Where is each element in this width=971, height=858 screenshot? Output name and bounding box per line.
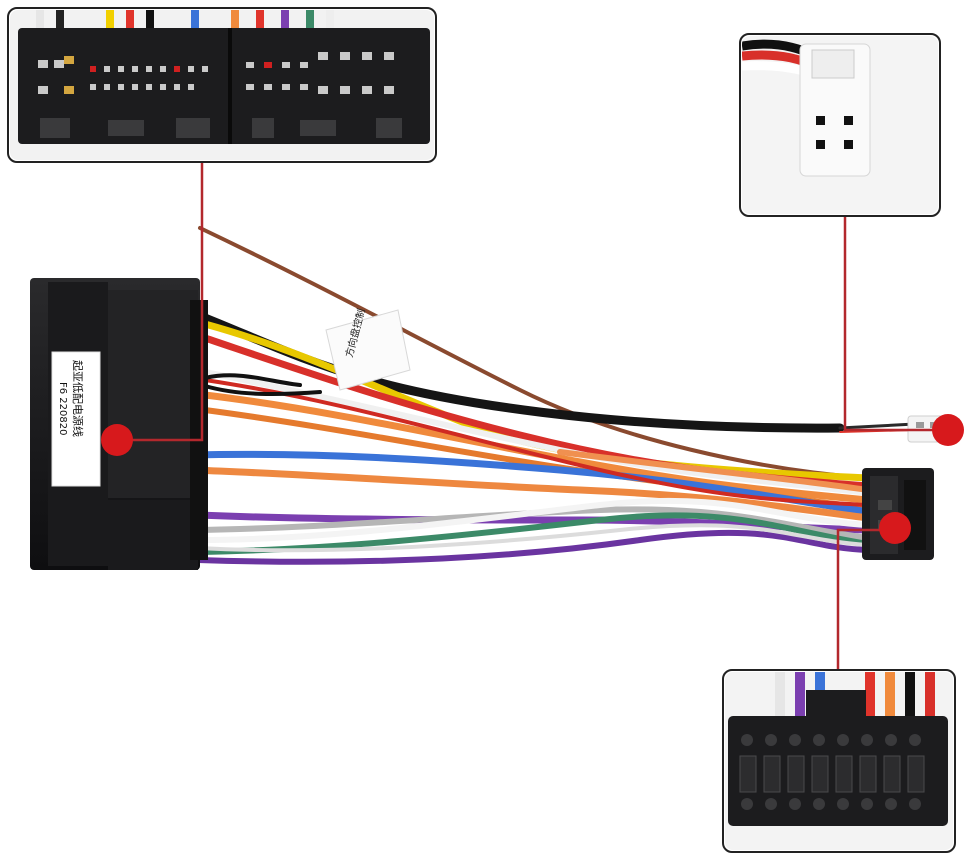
inset-small-connector	[739, 33, 941, 217]
wire-green	[195, 512, 871, 555]
inset-vehicle-connector	[7, 7, 437, 163]
leader-line-radio	[836, 528, 895, 672]
main-label-code: F6 220820	[57, 382, 68, 435]
vehicle-connector: 起亚低配电源线 F6 220820	[30, 278, 208, 570]
inset-radio-connector	[722, 669, 956, 853]
leader-line-vehicle	[117, 162, 204, 442]
wire-bundle	[188, 226, 917, 565]
callout-dot-vehicle	[101, 424, 133, 456]
wire-brown-long	[198, 226, 870, 480]
wire-blue	[188, 450, 872, 516]
leader-lines	[117, 162, 948, 672]
wire-grey	[195, 506, 871, 541]
callout-dot-radio	[879, 512, 911, 544]
callout-dots	[101, 414, 964, 544]
main-label-text: 起亚低配电源线	[71, 360, 85, 437]
callout-dot-small	[932, 414, 964, 446]
leader-line-small	[843, 214, 948, 432]
wire-tag: 方向盘控制	[325, 307, 411, 391]
wire-orange	[201, 391, 872, 504]
